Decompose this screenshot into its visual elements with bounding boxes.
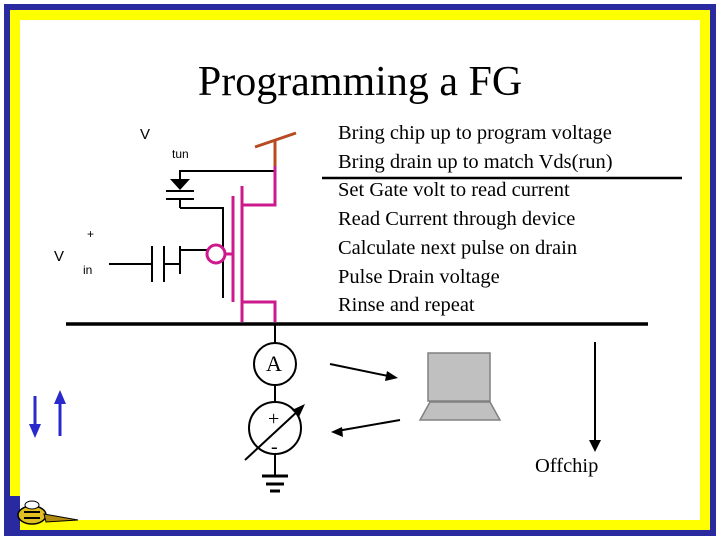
transistor-drain	[242, 166, 277, 207]
offchip-arrowhead	[589, 440, 601, 452]
transistor-source	[242, 300, 277, 322]
tunnel-wire	[179, 166, 276, 188]
computer-to-source-arrowhead	[331, 427, 343, 437]
v-in-symbol: V	[54, 248, 65, 265]
step-item: Calculate next pulse on drain	[338, 236, 578, 259]
tunnel-diode-arrow	[170, 179, 190, 190]
yellow-jacket-logo-icon	[10, 496, 79, 530]
tunnel-electrode	[254, 131, 297, 149]
source-minus-label: -	[271, 436, 278, 458]
step-item: Bring chip up to program voltage	[338, 122, 612, 144]
step-item: Pulse Drain voltage	[338, 265, 500, 288]
step-item: Read Current through device	[338, 208, 576, 231]
tun-subscript: tun	[172, 147, 189, 161]
plus-sign-label: +	[87, 227, 95, 241]
ammeter-to-computer-arrowhead	[385, 371, 398, 381]
source-adjust-line	[244, 409, 300, 461]
step-item: Set Gate volt to read current	[338, 179, 570, 202]
computer-to-source-arrow	[336, 419, 401, 432]
steps-list: Bring chip up to program voltage Bring d…	[338, 119, 708, 320]
step-item: Rinse and repeat	[338, 294, 475, 317]
transistor-pmos-bubble	[205, 243, 227, 265]
ammeter-label: A	[266, 351, 282, 376]
up-arrow-icon	[54, 390, 66, 404]
computer-icon	[418, 352, 502, 421]
down-arrow-icon	[29, 424, 41, 438]
floating-gate-wire	[180, 207, 224, 298]
source-adjust-arrowhead	[292, 404, 305, 417]
v-tun-symbol: V	[140, 126, 151, 143]
step-item: Bring drain up to match Vds(run)	[338, 150, 613, 173]
source-plus-label: +	[268, 408, 280, 430]
slide-title: Programming a FG	[197, 59, 523, 105]
offchip-label: Offchip	[535, 455, 599, 477]
ammeter-to-computer-arrow	[329, 363, 394, 378]
in-subscript: in	[83, 263, 93, 277]
slide-background	[20, 20, 700, 520]
